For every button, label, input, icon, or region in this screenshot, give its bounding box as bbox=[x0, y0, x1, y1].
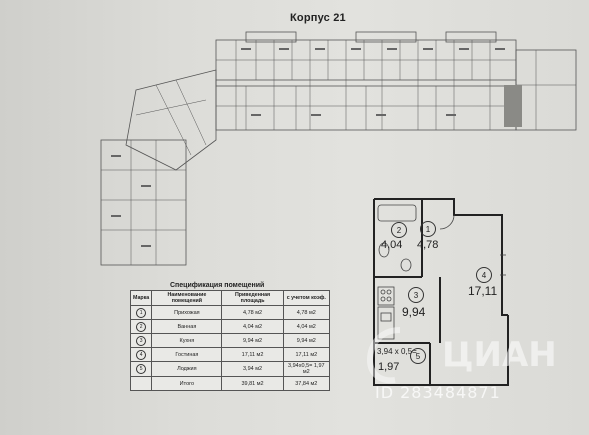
row-name: Лоджия bbox=[151, 361, 223, 377]
row-name: Кухня bbox=[151, 333, 223, 348]
room-marker-4: 4 bbox=[476, 267, 492, 283]
header-marker: Марка bbox=[129, 290, 153, 306]
row-name: Прихожая bbox=[151, 305, 223, 320]
row-coef: 3,94x0,5= 1,97 м2 bbox=[282, 361, 331, 377]
room-area-3: 9,94 bbox=[402, 305, 426, 319]
header-name: Наименование помещений bbox=[151, 290, 223, 306]
row-marker: 3 bbox=[136, 335, 147, 346]
row-coef: 4,78 м2 bbox=[282, 305, 331, 320]
room-area-1: 4,78 bbox=[417, 239, 439, 251]
spec-table: Марка Наименование помещений Приведенная… bbox=[129, 290, 331, 391]
room-area-5: 1,97 bbox=[378, 361, 400, 373]
room-area-4: 17,11 bbox=[468, 284, 498, 298]
room-marker-2: 2 bbox=[391, 222, 407, 238]
row-area: 17,11 м2 bbox=[221, 347, 284, 362]
room-marker-3: 3 bbox=[408, 287, 424, 303]
page-title: Корпус 21 bbox=[290, 12, 346, 24]
row-marker: 5 bbox=[136, 364, 147, 374]
header-coef: с учетом коэф. bbox=[282, 290, 331, 306]
row-marker: 4 bbox=[136, 349, 147, 360]
room-marker-5: 5 bbox=[410, 348, 426, 364]
table-row: 5 Лоджия 3,94 м2 3,94x0,5= 1,97 м2 bbox=[129, 361, 331, 377]
table-total-row: Итого 39,81 м2 37,84 м2 bbox=[129, 376, 331, 391]
table-row: 1 Прихожая 4,78 м2 4,78 м2 bbox=[129, 305, 331, 320]
row-coef: 17,11 м2 bbox=[282, 347, 331, 362]
room-formula-5: 3,94 x 0,5= bbox=[377, 347, 417, 356]
row-area: 4,04 м2 bbox=[221, 319, 284, 334]
apartment-plan: 1 4,78 2 4,04 3 9,94 4 17,11 3,94 x 0,5=… bbox=[370, 195, 582, 410]
row-marker: 2 bbox=[136, 321, 147, 332]
room-marker-1: 1 bbox=[420, 221, 436, 237]
row-area: 9,94 м2 bbox=[221, 333, 284, 348]
row-name: Гостиная bbox=[151, 347, 223, 362]
row-name: Ванная bbox=[151, 319, 223, 334]
total-coef: 37,84 м2 bbox=[282, 376, 331, 391]
table-row: 3 Кухня 9,94 м2 9,94 м2 bbox=[129, 333, 331, 348]
spec-table-header: Марка Наименование помещений Приведенная… bbox=[129, 290, 331, 306]
row-area: 4,78 м2 bbox=[221, 305, 284, 320]
building-floor-plan bbox=[100, 31, 577, 266]
total-label: Итого bbox=[151, 376, 223, 391]
room-area-2: 4,04 bbox=[381, 239, 403, 251]
apartment-walls bbox=[373, 198, 509, 386]
watermark-id: ID 283484871 bbox=[375, 383, 501, 402]
row-marker: 1 bbox=[136, 307, 147, 318]
total-area: 39,81 м2 bbox=[221, 376, 284, 391]
table-row: 4 Гостиная 17,11 м2 17,11 м2 bbox=[129, 347, 331, 362]
header-area: Приведенная площадь bbox=[221, 290, 284, 306]
row-coef: 9,94 м2 bbox=[282, 333, 331, 348]
row-coef: 4,04 м2 bbox=[282, 319, 331, 334]
watermark-brand: ЦИАН bbox=[442, 335, 557, 375]
row-area: 3,94 м2 bbox=[221, 361, 284, 377]
spec-table-title: Спецификация помещений bbox=[170, 282, 265, 289]
table-row: 2 Ванная 4,04 м2 4,04 м2 bbox=[129, 319, 331, 334]
